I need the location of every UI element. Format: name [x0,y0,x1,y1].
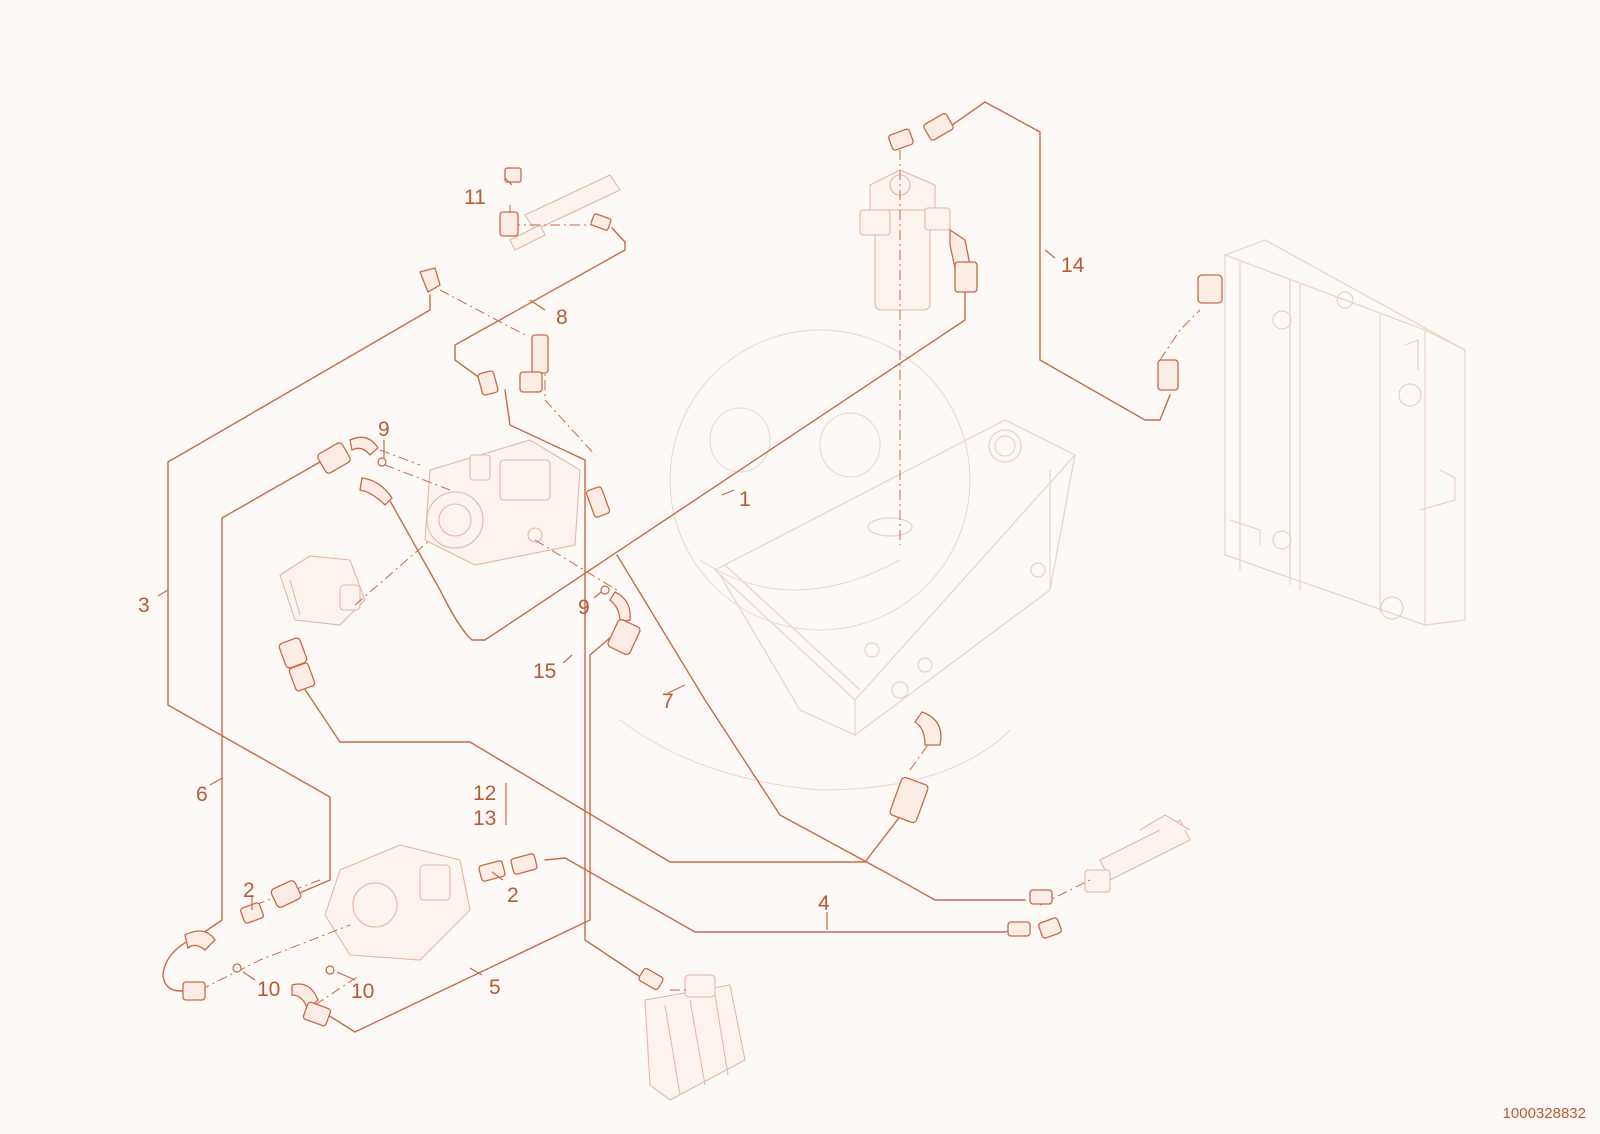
callout-10: 10 [257,978,280,1001]
steering-cylinder [1084,814,1191,893]
callout-1: 1 [739,488,751,511]
callout-13: 13 [473,807,496,830]
background-watermark [619,329,1011,791]
hose-3 [167,294,431,896]
hose-1 [384,284,966,641]
drive-motor [324,844,471,961]
hose-8 [454,227,626,385]
fittings [182,113,1223,1027]
document-number: 1000328832 [1502,1105,1586,1122]
callout-9: 9 [378,418,390,441]
callout-11: 11 [464,186,486,209]
return-filter [859,169,951,311]
callout-15: 15 [533,660,556,683]
cylinder-top [509,174,621,251]
callout-2: 2 [507,884,519,907]
hose-7 [616,554,1026,901]
hose-15 [504,389,646,981]
callout-2: 2 [243,879,255,902]
o-rings [232,457,610,975]
hose-12-13 [301,684,906,863]
control-valve [644,974,746,1101]
callout-5: 5 [489,976,501,999]
gear-pump [279,555,366,626]
hose-14 [944,101,1171,421]
callout-9: 9 [578,596,590,619]
callout-7: 7 [662,690,674,713]
callout-10: 10 [351,980,374,1003]
callout-12: 12 [473,782,496,805]
hose-4 [544,857,1031,933]
hydraulic-tank [713,419,1076,737]
callout-leaders [157,177,1056,981]
main-hydraulic-pump [424,439,581,566]
callout-3: 3 [138,594,150,617]
callout-8: 8 [556,306,568,329]
callout-4: 4 [818,892,830,915]
callout-labels: 1 2 2 3 4 5 6 7 8 9 9 10 10 11 12 13 14 … [138,186,1085,1003]
radiator-cooler [1224,239,1466,626]
callout-14: 14 [1061,254,1085,277]
hose-5 [319,624,626,1033]
callout-6: 6 [196,783,208,806]
